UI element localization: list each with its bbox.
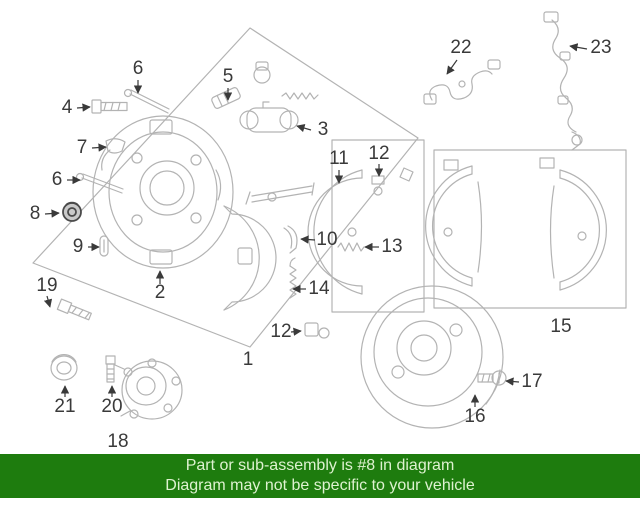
callout-5[interactable]: 5	[223, 66, 234, 87]
wheel-stud-drawing	[105, 355, 116, 383]
adjuster-strut-drawing	[245, 182, 315, 205]
callout-arrow-10	[300, 235, 316, 244]
brake-drum-drawing	[360, 285, 504, 429]
callout-8[interactable]: 8	[30, 203, 41, 224]
callout-23[interactable]: 23	[590, 37, 611, 58]
return-spring-drawing	[253, 61, 319, 100]
callout-19[interactable]: 19	[36, 275, 57, 296]
callout-arrow-7	[91, 143, 107, 152]
hub-bolt-drawing	[56, 298, 92, 321]
callout-22[interactable]: 22	[450, 37, 471, 58]
callout-6-left[interactable]: 6	[52, 169, 63, 190]
callout-arrows	[43, 43, 588, 407]
grease-cap-drawing	[50, 354, 78, 381]
shoe-detail-box-right	[433, 149, 627, 309]
callout-3[interactable]: 3	[318, 119, 329, 140]
adjuster-lever-drawing	[283, 225, 298, 254]
callout-arrow-4	[76, 103, 91, 112]
parts-diagram: 22 23 6 5 4 7 3 11 12 6 8 9 10 13 2 14 1…	[30, 11, 627, 450]
callout-11[interactable]: 11	[329, 148, 349, 169]
wheel-cylinder-drawing	[239, 101, 299, 133]
callout-arrow-3	[296, 124, 312, 133]
plate-bolt-drawing	[91, 99, 128, 114]
callout-15[interactable]: 15	[550, 316, 571, 337]
abs-sensor-cable-drawing	[543, 11, 583, 151]
callout-14[interactable]: 14	[308, 278, 330, 299]
callout-17[interactable]: 17	[521, 371, 542, 392]
pin-drawing	[99, 235, 109, 257]
retainer-clip-drawing	[105, 138, 126, 154]
brake-hose-drawing	[423, 59, 501, 105]
shoe-clip-lower-drawing	[304, 322, 330, 339]
brake-shoe-center-drawing	[223, 205, 277, 311]
callout-arrow-8	[44, 209, 60, 218]
callout-2[interactable]: 2	[155, 282, 166, 303]
callout-12-bottom[interactable]: 12	[270, 321, 291, 342]
backing-plate-drawing	[92, 115, 234, 269]
callout-13[interactable]: 13	[381, 236, 402, 257]
callout-10[interactable]: 10	[316, 229, 337, 250]
shoe-spring-drawing	[289, 257, 297, 299]
callout-12-top[interactable]: 12	[368, 143, 389, 164]
callout-arrow-22	[446, 59, 458, 75]
wheel-hub-drawing	[114, 358, 183, 420]
hold-down-pin-top-drawing	[123, 88, 170, 114]
assembly-outline	[32, 27, 419, 348]
callout-4[interactable]: 4	[62, 97, 73, 118]
callout-16[interactable]: 16	[464, 406, 485, 427]
callout-arrow-17	[505, 377, 520, 386]
callout-6-top[interactable]: 6	[133, 58, 144, 79]
diagram-line-art	[32, 11, 627, 429]
callout-21[interactable]: 21	[54, 396, 75, 417]
callout-arrow-19	[43, 295, 53, 308]
callout-18[interactable]: 18	[107, 431, 128, 450]
shoe-detail-box-left	[331, 139, 425, 313]
part-8-cap-drawing[interactable]	[62, 201, 82, 222]
drum-screw-drawing	[477, 370, 507, 386]
callout-arrow-12-bottom	[290, 327, 302, 336]
adjuster-socket-drawing	[211, 87, 241, 109]
callout-20[interactable]: 20	[101, 396, 122, 417]
callout-7[interactable]: 7	[77, 137, 88, 158]
banner-part-line: Part or sub-assembly is #8 in diagram	[185, 457, 455, 474]
callout-9[interactable]: 9	[73, 236, 84, 257]
brake-shoe-box-right-contents	[425, 157, 607, 291]
callout-1[interactable]: 1	[243, 349, 254, 370]
callout-arrow-23	[569, 43, 588, 52]
diagram-note-banner: Part or sub-assembly is #8 in diagram Di…	[0, 454, 640, 498]
banner-disclaimer-line: Diagram may not be specific to your vehi…	[165, 477, 475, 494]
